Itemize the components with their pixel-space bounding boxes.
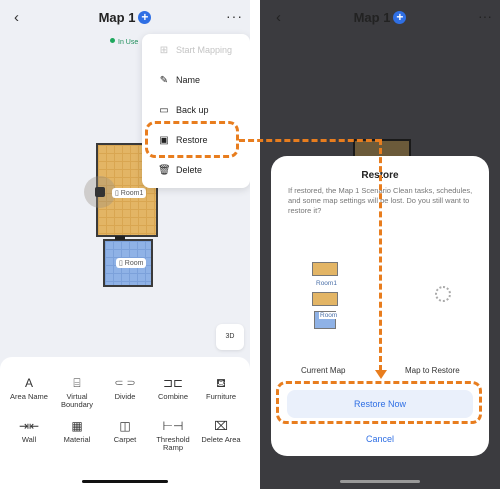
more-options-icon: ··· <box>478 8 492 24</box>
back-arrow-icon[interactable]: ‹ <box>14 9 19 26</box>
annotation-arrow-horizontal <box>239 139 381 142</box>
tool-divide[interactable]: ⸦⸧Divide <box>100 376 150 401</box>
restore-icon: ▣ <box>159 135 169 146</box>
annotation-arrow-vertical <box>379 139 382 371</box>
delete-area-icon: ⌧ <box>214 419 228 433</box>
status-text: In Use <box>118 39 139 46</box>
divide-icon: ⸦⸧ <box>112 376 137 390</box>
cancel-button[interactable]: Cancel <box>365 434 394 444</box>
add-map-icon: + <box>393 11 407 24</box>
status-dot-icon <box>110 38 115 43</box>
tool-virtual-boundary[interactable]: ⌸Virtual Boundary <box>52 376 102 409</box>
robot-icon <box>95 187 105 197</box>
map-background <box>353 139 411 159</box>
carpet-icon: ◫ <box>119 419 131 433</box>
tool-threshold-ramp[interactable]: ⊢⊣Threshold Ramp <box>148 419 198 452</box>
status-badge: In Use <box>110 38 138 46</box>
threshold-ramp-icon: ⊢⊣ <box>162 419 184 433</box>
tool-combine[interactable]: ⊐⊏Combine <box>148 376 198 401</box>
tool-delete-area[interactable]: ⌧Delete Area <box>196 419 246 444</box>
highlight-restore-now <box>276 381 482 424</box>
virtual-boundary-icon: ⌸ <box>73 376 81 390</box>
map-to-restore-label: Map to Restore <box>405 366 460 375</box>
page-title: Map 1+ <box>0 10 250 25</box>
pencil-icon: ✎ <box>159 75 169 86</box>
tool-wall[interactable]: ⇥⇤Wall <box>4 419 54 444</box>
room-label-upper[interactable]: ▯ Room1 <box>112 188 147 198</box>
loading-spinner-icon <box>435 286 451 302</box>
tool-carpet[interactable]: ◫Carpet <box>100 419 150 444</box>
map-title: Map 1 <box>98 10 136 25</box>
dialog-message: If restored, the Map 1 Scenario Clean ta… <box>288 186 473 215</box>
grid-icon: ⊞ <box>159 45 169 56</box>
map-options-menu: ⊞Start Mapping ✎Name ▭Back up ▣Restore 🗑… <box>142 34 250 188</box>
view-3d-button[interactable]: 3D <box>216 324 244 350</box>
annotation-arrow-head-icon <box>375 370 387 379</box>
back-arrow-icon: ‹ <box>276 9 281 26</box>
tool-material[interactable]: ▦Material <box>52 419 102 444</box>
more-options-icon[interactable]: ··· <box>226 8 243 24</box>
highlight-restore-menu <box>145 121 239 158</box>
current-map-preview-middle <box>312 292 338 306</box>
menu-item-start-mapping[interactable]: ⊞Start Mapping <box>159 45 233 56</box>
left-screen: ‹ Map 1+ ··· In Use ▯ Room1 ▯ Room 3D ⊞S… <box>0 0 250 489</box>
wall-icon: ⇥⇤ <box>18 419 40 433</box>
menu-item-restore[interactable]: ▣Restore <box>159 135 208 146</box>
trash-icon: 🗑 <box>158 165 171 176</box>
page-title: Map 1+ <box>260 10 500 25</box>
preview-room-label: Room <box>319 312 339 319</box>
preview-room1-label: Room1 <box>315 280 338 287</box>
menu-item-back-up[interactable]: ▭Back up <box>159 105 209 116</box>
room-label-lower[interactable]: ▯ Room <box>116 258 147 268</box>
home-indicator <box>82 480 168 483</box>
backup-icon: ▭ <box>159 105 169 116</box>
menu-item-name[interactable]: ✎Name <box>159 75 201 86</box>
current-map-preview-upper <box>312 262 338 276</box>
area-name-icon: A <box>24 376 33 390</box>
furniture-icon: ⛾ <box>216 376 226 390</box>
home-indicator <box>340 480 420 483</box>
menu-item-delete[interactable]: 🗑Delete <box>158 165 203 176</box>
tool-furniture[interactable]: ⛾Furniture <box>196 376 246 401</box>
add-map-icon[interactable]: + <box>138 11 152 24</box>
current-map-label: Current Map <box>301 366 346 375</box>
map-title: Map 1 <box>353 10 391 25</box>
combine-icon: ⊐⊏ <box>162 376 184 390</box>
restore-now-button[interactable]: Restore Now <box>287 390 473 418</box>
material-icon: ▦ <box>71 419 83 433</box>
charger-icon <box>115 236 125 240</box>
